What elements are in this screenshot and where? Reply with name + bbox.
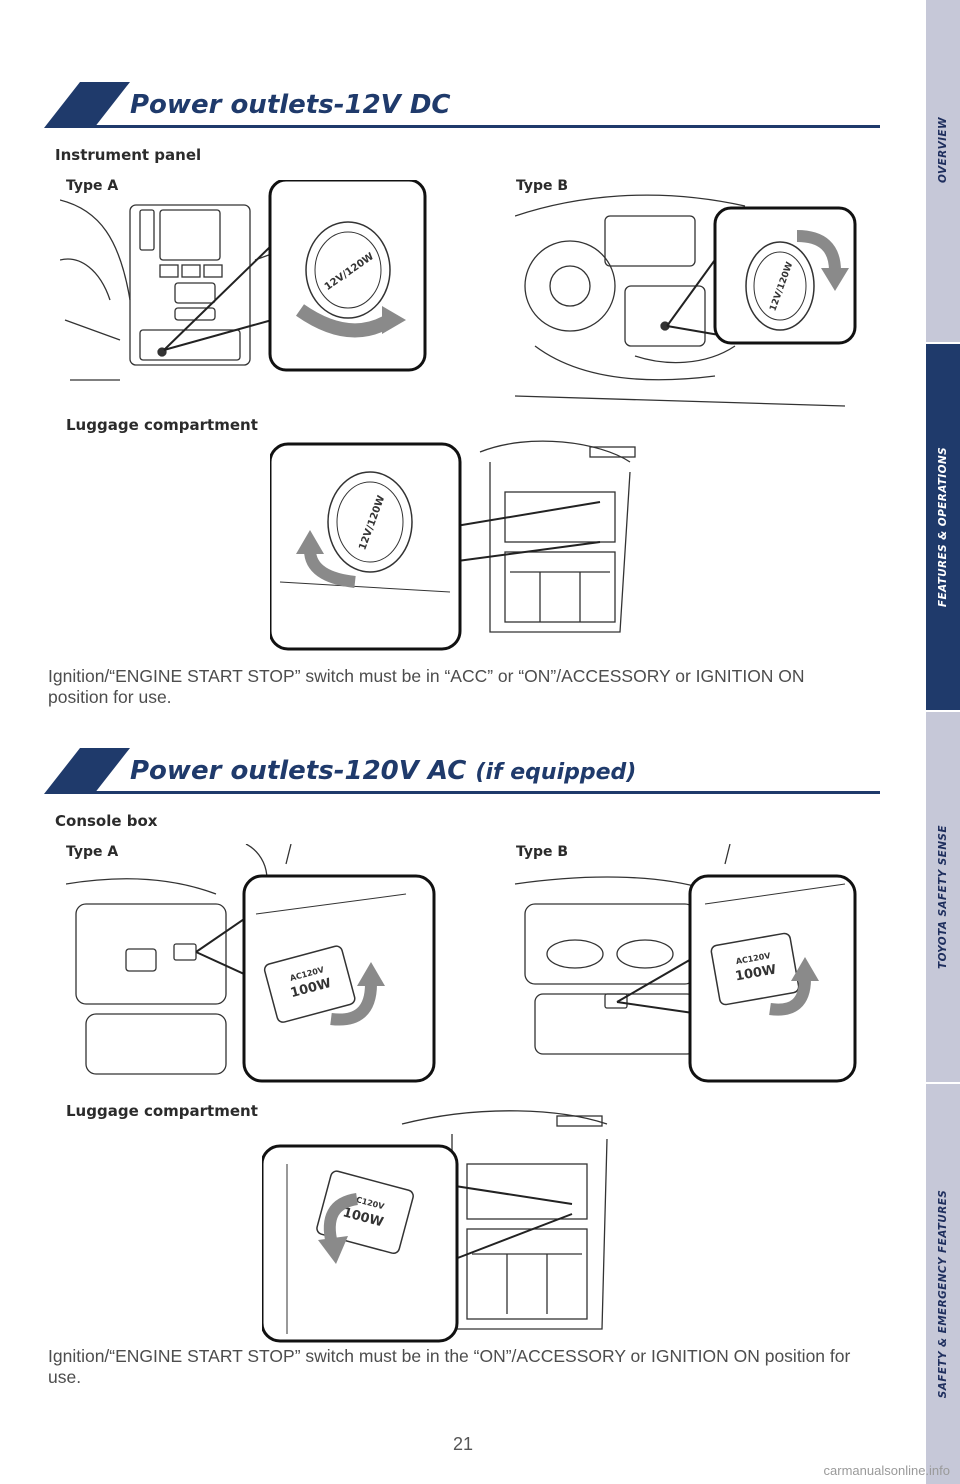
illustration-12v-luggage: 12V/120W (270, 432, 640, 652)
tab-divider (926, 710, 960, 712)
luggage-caption-120v: Luggage compartment (66, 1102, 258, 1120)
illustration-12v-type-a: 12V/120W (60, 180, 430, 390)
tab-overview-label: OVERVIEW (937, 117, 949, 183)
section-title-120v: Power outlets-120V AC (if equipped) (130, 756, 636, 786)
type-b-caption-120v: Type B (516, 844, 569, 860)
note-12v: Ignition/“ENGINE START STOP” switch must… (48, 666, 805, 707)
console-box-caption: Console box (55, 812, 158, 830)
header-accent-block (44, 748, 130, 794)
section-title-120v-suffix: (if equipped) (475, 760, 637, 785)
type-a-caption-120v: Type A (66, 844, 119, 860)
illustration-120v-type-b: AC120V 100W (505, 844, 860, 1084)
section-header-120v: Power outlets-120V AC (if equipped) (42, 746, 880, 798)
luggage-caption-12v: Luggage compartment (66, 416, 258, 434)
watermark: carmanualsonline.info (823, 1463, 950, 1478)
tab-divider (926, 342, 960, 344)
note-120v: Ignition/“ENGINE START STOP” switch must… (48, 1346, 851, 1387)
header-rule (62, 125, 880, 128)
tab-features-label: FEATURES & OPERATIONS (937, 446, 949, 608)
type-b-caption: Type B (516, 178, 569, 194)
header-accent-block (44, 82, 130, 128)
instrument-panel-caption: Instrument panel (55, 146, 202, 164)
tab-safety-emergency[interactable]: SAFETY & EMERGENCY FEATURES (926, 1084, 960, 1484)
section-header-12v: Power outlets-12V DC (42, 80, 880, 132)
outlet-rating-line2: 100W (734, 962, 777, 984)
type-a-caption: Type A (66, 178, 119, 194)
section-title-120v-main: Power outlets-120V AC (130, 756, 467, 786)
tab-safety-label: SAFETY & EMERGENCY FEATURES (937, 1189, 949, 1399)
tab-tss-label: TOYOTA SAFETY SENSE (937, 825, 949, 969)
section-nav: OVERVIEW FEATURES & OPERATIONS TOYOTA SA… (926, 0, 960, 1484)
section-title-12v: Power outlets-12V DC (130, 90, 451, 120)
tab-divider (926, 1082, 960, 1084)
header-rule (62, 791, 880, 794)
illustration-12v-type-b: 12V/120W (515, 176, 860, 411)
illustration-120v-type-a: AC120V 100W (66, 844, 436, 1084)
page-number: 21 (452, 1434, 474, 1454)
tab-toyota-safety-sense[interactable]: TOYOTA SAFETY SENSE (926, 712, 960, 1082)
tab-features-operations[interactable]: FEATURES & OPERATIONS (926, 344, 960, 710)
tab-overview[interactable]: OVERVIEW (926, 0, 960, 342)
illustration-120v-luggage: AC120V 100W (262, 1104, 617, 1344)
